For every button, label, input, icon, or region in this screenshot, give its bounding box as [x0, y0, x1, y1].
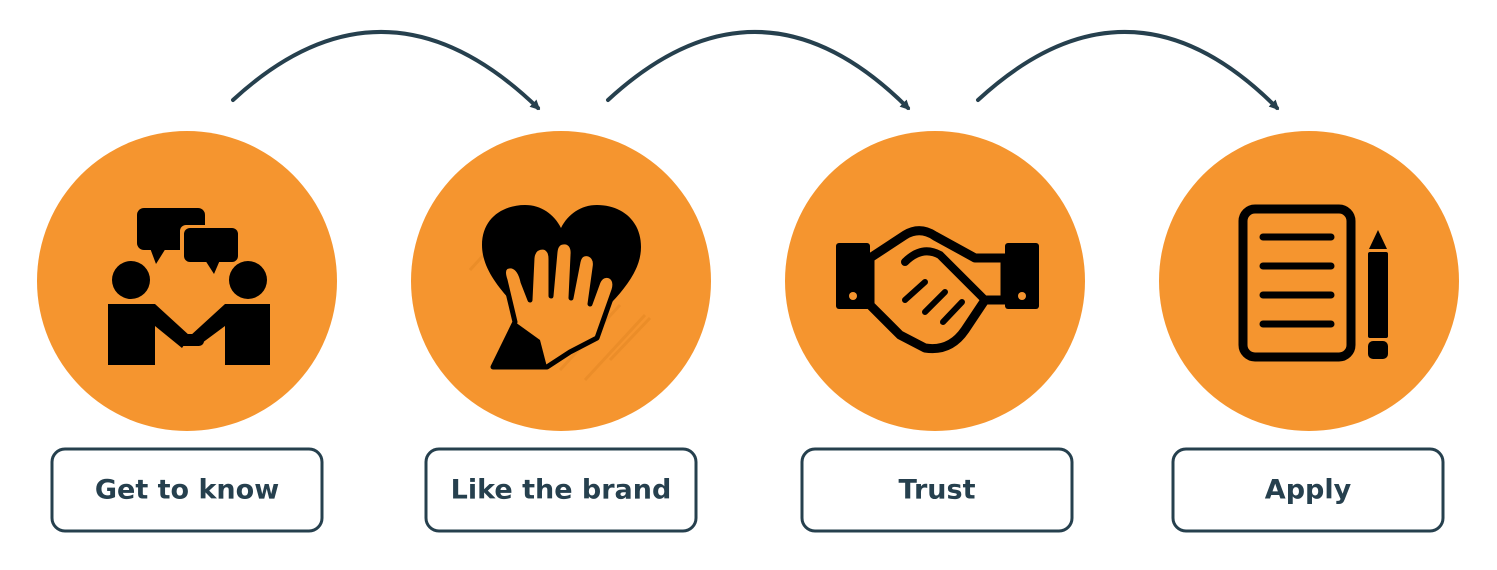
arrow-2-to-3 [606, 30, 911, 111]
step-label: Trust [899, 475, 976, 506]
document-pen-icon [1238, 204, 1388, 362]
step-label-box [424, 447, 698, 533]
step-label-box [800, 447, 1074, 533]
step-label: Apply [1265, 475, 1352, 506]
arrow-1-to-2 [231, 30, 541, 111]
step-circle [37, 131, 337, 431]
step-get-to-know: Get to know [37, 131, 337, 533]
step-circle [1159, 131, 1459, 431]
arrow-3-to-4 [976, 30, 1280, 111]
conversation-icon [108, 208, 270, 365]
hand-on-heart-icon [482, 205, 641, 370]
step-label: Get to know [95, 475, 279, 506]
step-like-the-brand: Like the brand [411, 131, 711, 533]
handshake-icon [836, 226, 1039, 354]
step-label: Like the brand [451, 475, 672, 506]
step-label-box [1171, 447, 1445, 533]
step-label-box [50, 447, 324, 533]
step-trust: Trust [785, 131, 1085, 533]
step-apply: Apply [1159, 131, 1459, 533]
